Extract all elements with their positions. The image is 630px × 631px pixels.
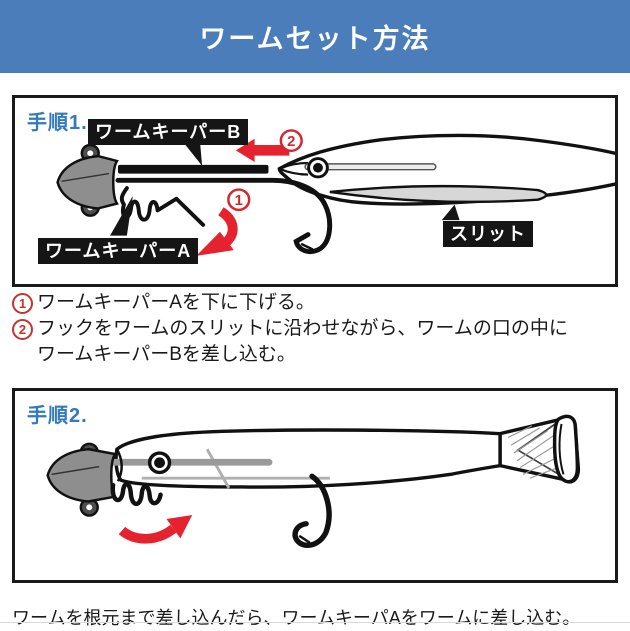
step1-instructions: 1 ワームキーパーAを下に下げる。 2 フックをワームのスリットに沿わせながら、… [12,290,622,368]
keeper-b-tag: ワームキーパーB [88,119,249,145]
keeper-a-coil [110,481,163,507]
keeper-b-inside [110,458,273,466]
step1-label: 手順1. [27,112,88,134]
arrow-rotate-up-icon [118,515,193,544]
number-2-badge: 2 [279,129,303,153]
instruction-line: ワームキーパーBを差し込む。 [12,342,622,368]
jighead [46,447,118,503]
slit-shape [329,184,548,204]
svg-text:2: 2 [287,134,295,150]
step2-instructions: ワームを根元まで差し込んだら、ワームキーパAをワームに差し込む。 [12,608,581,628]
step2-label: 手順2. [27,405,88,427]
hook [292,473,332,548]
indent-spacer [12,345,33,366]
bottom-divider [0,622,630,623]
worm-eye [307,157,329,179]
step2-illustration [46,414,581,548]
mouth-seam [115,448,123,482]
step1-illustration: 2 1 [56,129,615,256]
page-title: ワームセット方法 [199,24,431,54]
callout-slit [441,204,460,221]
number-1-badge: 1 [227,188,251,212]
worm-body [114,414,581,489]
keeper-a-wire [119,186,206,227]
jighead [56,154,119,210]
circled-number-2: 2 [12,319,33,340]
hidden-hook-shank [141,448,330,489]
keeper-channel [304,163,437,171]
slit-tag: スリット [443,221,533,247]
instruction-line: 2 フックをワームのスリットに沿わせながら、ワームの口の中に [12,316,622,342]
callout-keeper-b [184,143,203,166]
step2-panel: 手順2. [12,388,618,583]
instruction-line: 1 ワームキーパーAを下に下げる。 [12,290,622,316]
arrow-left-icon [235,138,290,162]
worm-eye [147,451,172,475]
arrow-rotate-down-icon [196,207,238,256]
keeper-a-tag: ワームキーパーA [38,238,199,264]
title-bar: ワームセット方法 [0,0,630,73]
keeper-b-bar [117,164,269,174]
circled-number-1: 1 [12,293,33,314]
hook [115,177,333,254]
svg-text:1: 1 [235,193,243,209]
step1-panel: 2 1 手順1. ワームキーパーB ワームキーパーA スリット [12,95,618,287]
